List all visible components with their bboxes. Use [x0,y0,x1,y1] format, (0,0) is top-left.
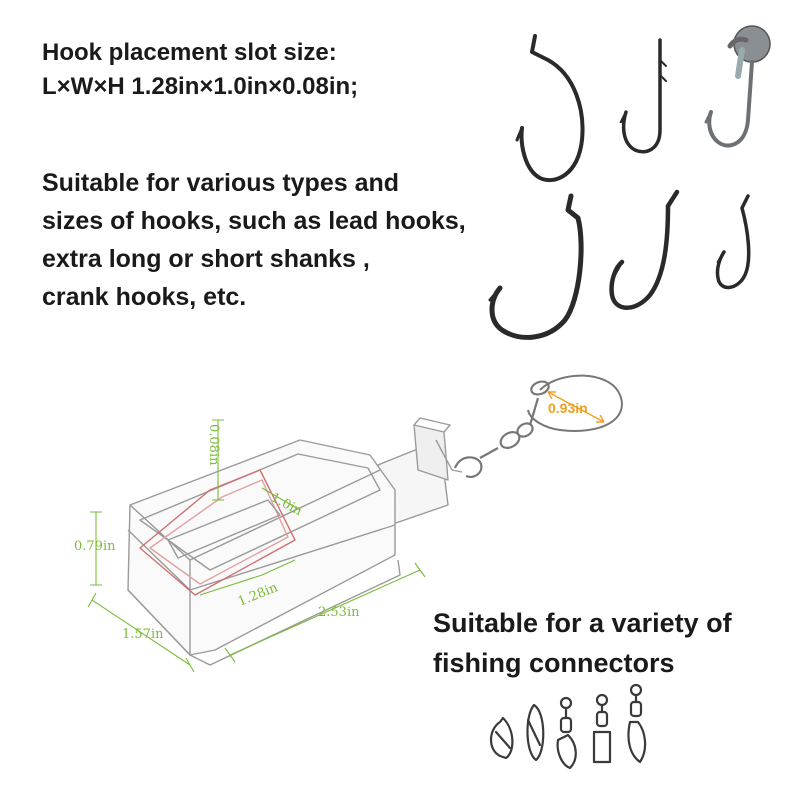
hook-icon [488,193,584,340]
slot-size-title: Hook placement slot size: [42,39,337,66]
slot-width-label: 1.0in [268,490,305,519]
hook-icon [515,34,585,183]
slot-height-label: 0.08in [206,424,221,466]
jig-head-icon [704,25,771,148]
connector-compatibility-text: Suitable for a variety of fishing connec… [433,603,732,683]
hook-compat-line-4: crank hooks, etc. [42,283,247,311]
ring-diameter-label: 0.93in [548,400,588,416]
connector-compat-line-2: fishing connectors [433,648,675,678]
hook-compatibility-text: Suitable for various types and sizes of … [42,164,466,316]
slot-length-label: 1.28in [236,580,281,610]
hook-icon [609,189,680,310]
hook-icon [715,194,751,290]
connector-compat-line-1: Suitable for a variety of [433,608,732,638]
swivel-icon [556,696,577,770]
snap-connector-icon [526,703,545,762]
swivel-icon [592,693,612,764]
box-length-label: 2.53in [318,605,360,620]
box-width-label: 1.57in [122,627,164,642]
ring-attachment [453,374,623,478]
hook-compat-line-3: extra long or short shanks , [42,245,370,273]
hook-compat-line-2: sizes of hooks, such as lead hooks, [42,207,466,235]
slot-size-text: Hook placement slot size: L×W×H 1.28in×1… [42,36,358,104]
box-height-label: 0.79in [74,539,116,554]
swivel-icon [627,683,647,764]
slot-size-dimensions: L×W×H 1.28in×1.0in×0.08in; [42,73,359,100]
snap-connector-icon [489,716,514,760]
hook-icon [619,38,667,154]
hook-compat-line-1: Suitable for various types and [42,169,400,197]
